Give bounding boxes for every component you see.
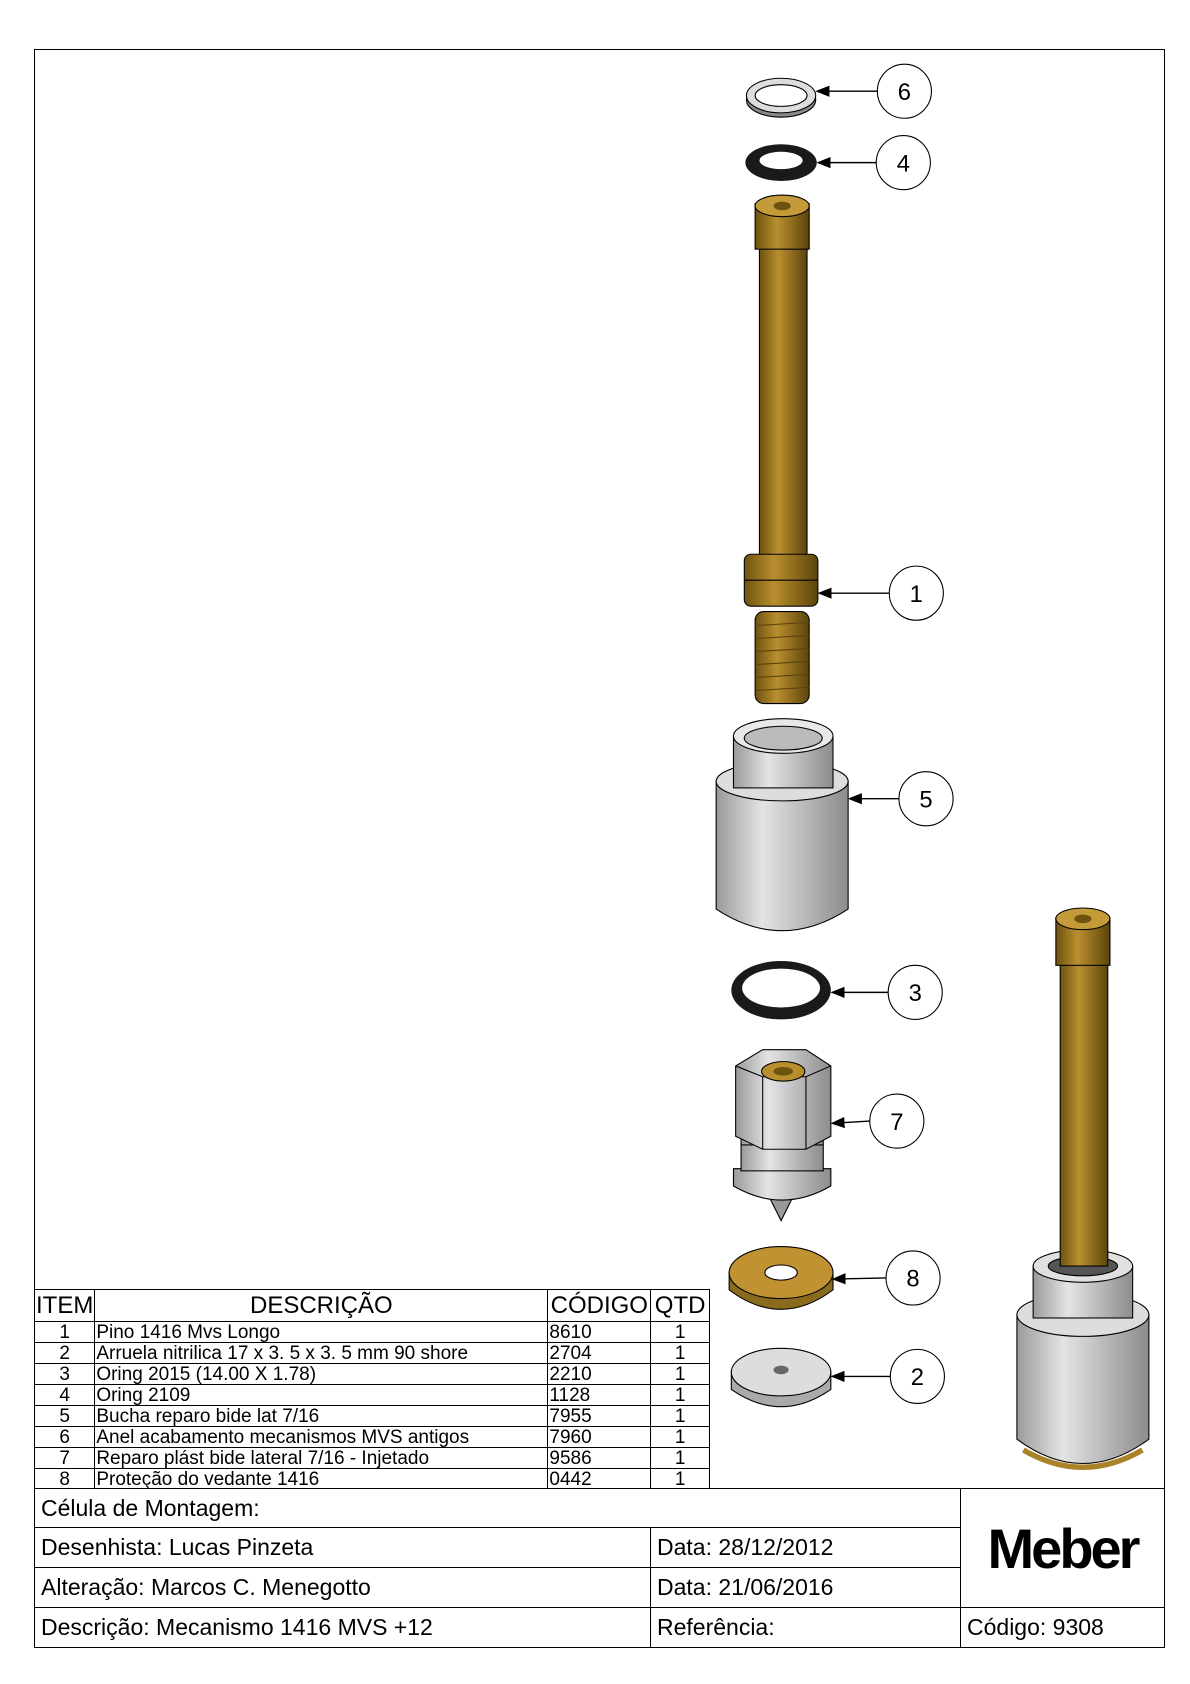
- cell-qtd: 1: [650, 1426, 710, 1448]
- cell-codigo: 7955: [547, 1405, 652, 1427]
- balloon-label: 1: [910, 581, 923, 608]
- header-codigo: CÓDIGO: [547, 1289, 652, 1322]
- balloon-label: 5: [919, 786, 932, 813]
- desenhista: Desenhista: Lucas Pinzeta: [34, 1527, 651, 1568]
- balloon-1: 1: [888, 565, 944, 621]
- part-1-pin: [743, 194, 819, 705]
- balloon-4: 4: [875, 135, 931, 191]
- cell-item: 4: [33, 1384, 96, 1406]
- assembled-mechanism: [1016, 907, 1150, 1470]
- cell-codigo: 1128: [547, 1384, 652, 1406]
- balloon-8: 8: [885, 1250, 941, 1306]
- data-criacao: Data: 28/12/2012: [650, 1527, 961, 1568]
- balloon-5: 5: [898, 771, 954, 827]
- cell-qtd: 1: [650, 1468, 710, 1490]
- balloon-2: 2: [889, 1348, 945, 1405]
- header-qtd: QTD: [650, 1289, 710, 1322]
- cell-descricao: Bucha reparo bide lat 7/16: [94, 1405, 549, 1427]
- part-5-bushing: [715, 718, 849, 932]
- bom-header: ITEM DESCRIÇÃO CÓDIGO QTD: [33, 1289, 710, 1322]
- cell-item: 7: [33, 1447, 96, 1469]
- cell-item: 8: [33, 1468, 96, 1490]
- cell-descricao: Pino 1416 Mvs Longo: [94, 1321, 549, 1343]
- cell-item: 3: [33, 1363, 96, 1385]
- meber-logo: Meber: [960, 1488, 1165, 1608]
- cell-codigo: 2210: [547, 1363, 652, 1385]
- codigo: Código: 9308: [960, 1607, 1165, 1648]
- balloon-label: 7: [890, 1109, 903, 1136]
- cell-qtd: 1: [650, 1363, 710, 1385]
- celula-de-montagem: Célula de Montagem:: [34, 1488, 961, 1528]
- cell-codigo: 7960: [547, 1426, 652, 1448]
- cell-qtd: 1: [650, 1405, 710, 1427]
- cell-qtd: 1: [650, 1447, 710, 1469]
- balloon-3: 3: [887, 964, 943, 1020]
- cell-codigo: 9586: [547, 1447, 652, 1469]
- balloon-label: 2: [911, 1364, 924, 1391]
- part-4-oring: [745, 144, 817, 182]
- data-alteracao: Data: 21/06/2016: [650, 1567, 961, 1608]
- cell-item: 5: [33, 1405, 96, 1427]
- balloon-label: 3: [909, 980, 922, 1007]
- leader-lines: [815, 85, 899, 1383]
- balloon-label: 4: [897, 150, 910, 177]
- cell-item: 1: [33, 1321, 96, 1343]
- cell-descricao: Anel acabamento mecanismos MVS antigos: [94, 1426, 549, 1448]
- cell-descricao: Oring 2015 (14.00 X 1.78): [94, 1363, 549, 1385]
- balloon-6: 6: [876, 63, 932, 119]
- balloon-label: 6: [898, 79, 911, 106]
- cell-descricao: Reparo plást bide lateral 7/16 - Injetad…: [94, 1447, 549, 1469]
- part-8-brass-washer: [728, 1246, 834, 1310]
- balloon-label: 8: [906, 1266, 919, 1293]
- cell-qtd: 1: [650, 1342, 710, 1364]
- cell-codigo: 0442: [547, 1468, 652, 1490]
- header-item: ITEM: [33, 1289, 96, 1322]
- balloon-7: 7: [869, 1093, 925, 1149]
- cell-codigo: 8610: [547, 1321, 652, 1343]
- part-7-plastic-repair: [732, 1049, 832, 1222]
- header-descricao: DESCRIÇÃO: [94, 1289, 549, 1322]
- cell-descricao: Oring 2109: [94, 1384, 549, 1406]
- cell-descricao: Proteção do vedante 1416: [94, 1468, 549, 1490]
- cell-item: 6: [33, 1426, 96, 1448]
- referencia: Referência:: [650, 1607, 961, 1648]
- balloons: 6 4 1 5 3 7 8 2: [869, 63, 954, 1405]
- cell-qtd: 1: [650, 1321, 710, 1343]
- part-3-oring: [731, 961, 831, 1020]
- cell-descricao: Arruela nitrilica 17 x 3. 5 x 3. 5 mm 90…: [94, 1342, 549, 1364]
- cell-qtd: 1: [650, 1384, 710, 1406]
- cell-item: 2: [33, 1342, 96, 1364]
- descricao: Descrição: Mecanismo 1416 MVS +12: [34, 1607, 651, 1648]
- cell-codigo: 2704: [547, 1342, 652, 1364]
- alteracao: Alteração: Marcos C. Menegotto: [34, 1567, 651, 1608]
